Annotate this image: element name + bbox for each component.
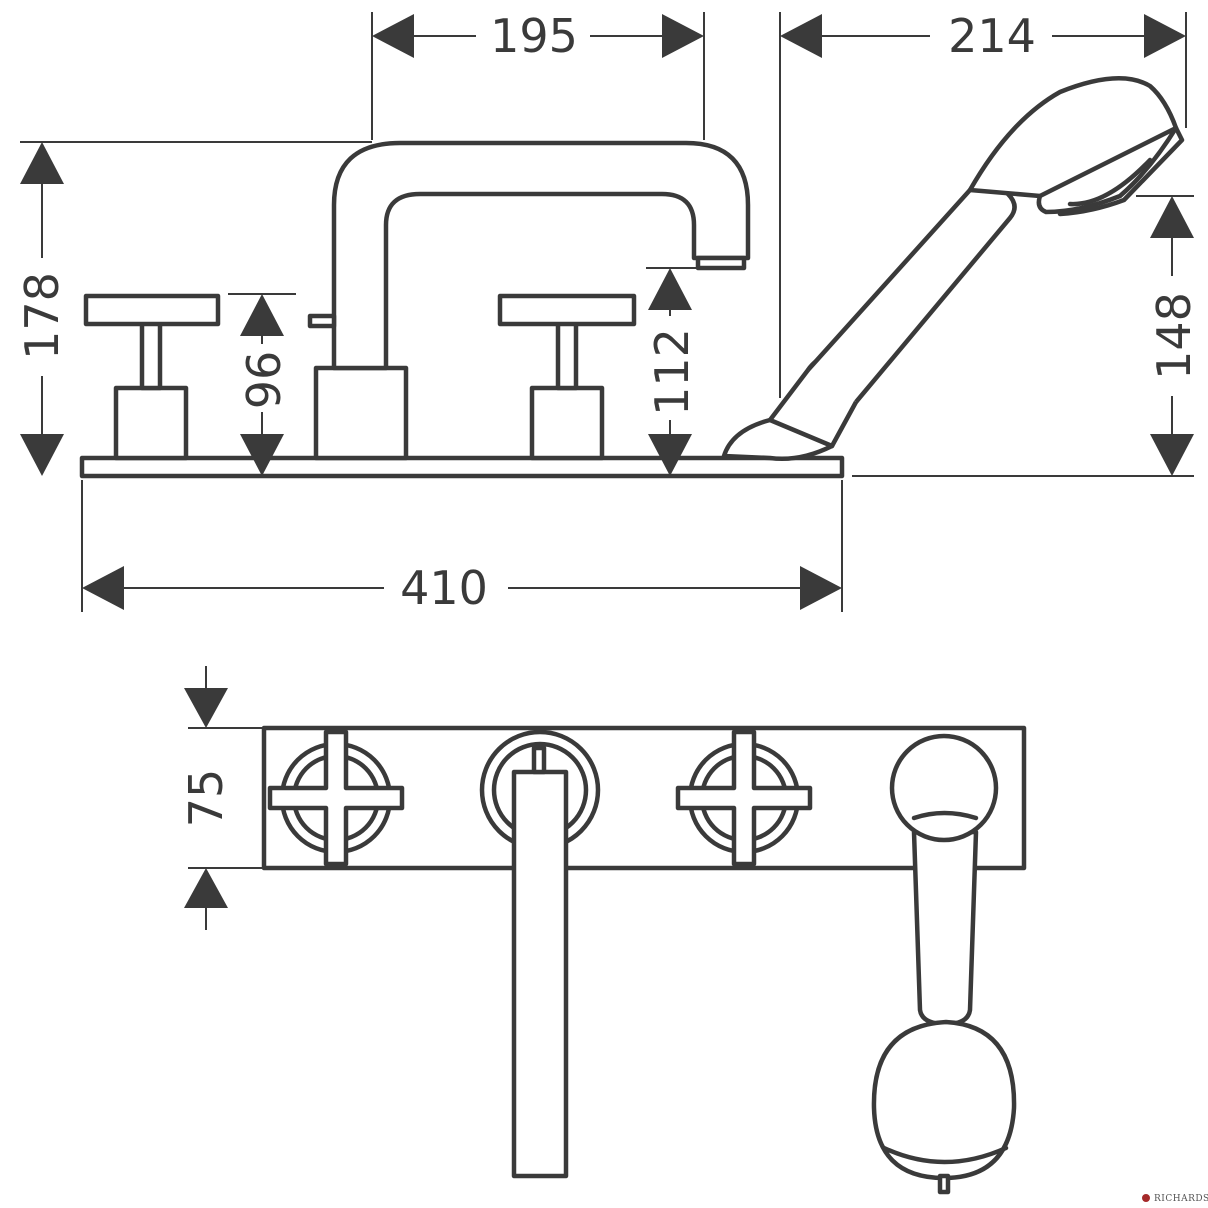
dimension-plate-depth: 75 bbox=[179, 666, 262, 930]
dimension-handshower-height: 148 bbox=[852, 195, 1201, 477]
hand-shower bbox=[721, 76, 1185, 462]
dimension-total-height: 178 bbox=[15, 141, 372, 476]
watermark-text: RICHARDSON bbox=[1154, 1194, 1208, 1204]
dim-214-label: 214 bbox=[948, 9, 1036, 63]
dimension-spout-reach: 195 bbox=[371, 9, 705, 140]
plan-right-cross-handle bbox=[675, 729, 813, 867]
plan-hand-shower bbox=[871, 733, 1017, 1195]
dim-75-label: 75 bbox=[179, 769, 233, 828]
deck-plate bbox=[79, 455, 845, 479]
left-cross-handle bbox=[83, 293, 221, 461]
dim-178-label: 178 bbox=[15, 272, 69, 360]
plan-left-cross-handle bbox=[267, 729, 405, 867]
front-elevation: 195 214 178 96 bbox=[15, 9, 1201, 615]
dimension-total-width: 410 bbox=[81, 480, 843, 615]
dimension-handshower-reach: 214 bbox=[779, 9, 1187, 398]
dimension-spout-height: 112 bbox=[645, 267, 700, 476]
plan-view: 75 bbox=[179, 666, 1027, 1195]
dim-96-label: 96 bbox=[237, 351, 291, 410]
dim-148-label: 148 bbox=[1147, 292, 1201, 380]
dim-112-label: 112 bbox=[645, 328, 699, 416]
dim-410-label: 410 bbox=[400, 561, 488, 615]
right-cross-handle bbox=[497, 293, 637, 461]
dim-195-label: 195 bbox=[490, 9, 578, 63]
spout bbox=[307, 140, 751, 461]
dimension-handle-height: 96 bbox=[228, 293, 296, 476]
richardson-watermark: RICHARDSON bbox=[1142, 1194, 1208, 1204]
plan-spout bbox=[479, 729, 601, 1179]
